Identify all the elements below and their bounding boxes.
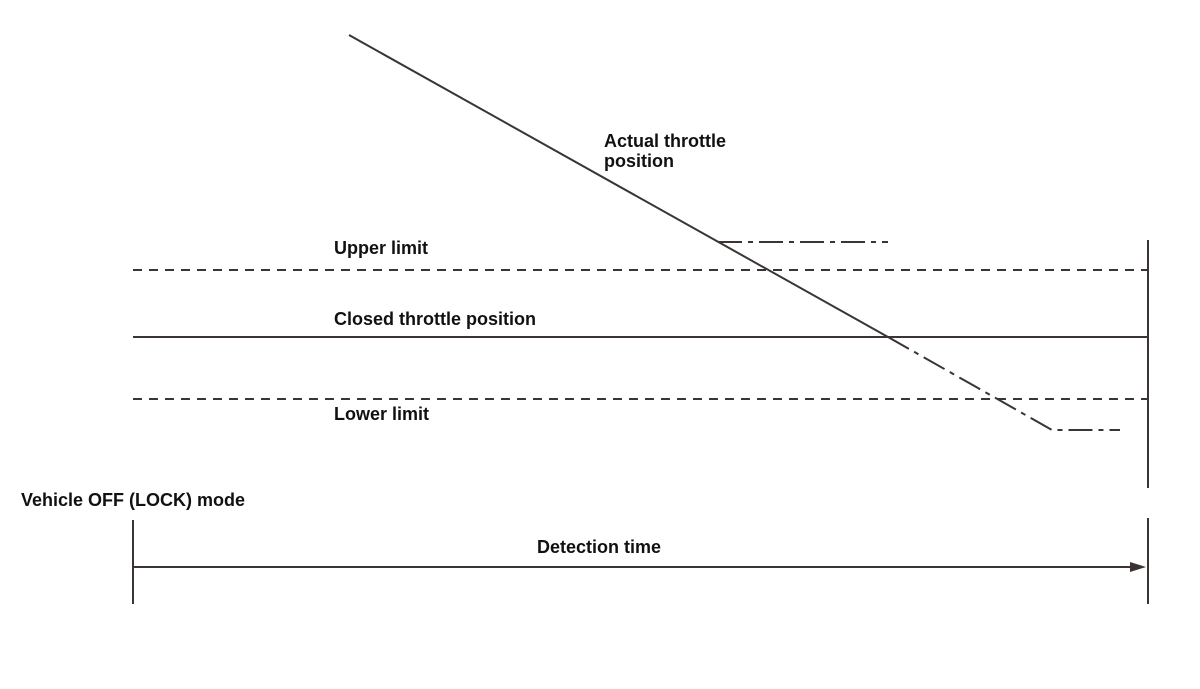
vehicle-mode-label: Vehicle OFF (LOCK) mode xyxy=(21,490,245,510)
detection-time-label: Detection time xyxy=(537,537,661,557)
lower-limit-label: Lower limit xyxy=(334,404,429,424)
upper-limit-label: Upper limit xyxy=(334,238,428,258)
actual-throttle-line xyxy=(348,34,889,338)
actual-throttle-label-line2: position xyxy=(604,151,674,171)
arrow-head-icon xyxy=(1130,562,1146,572)
actual-throttle-label-line1: Actual throttle xyxy=(604,131,726,151)
actual-throttle-projection xyxy=(887,336,1120,431)
closed-throttle-label: Closed throttle position xyxy=(334,309,536,329)
